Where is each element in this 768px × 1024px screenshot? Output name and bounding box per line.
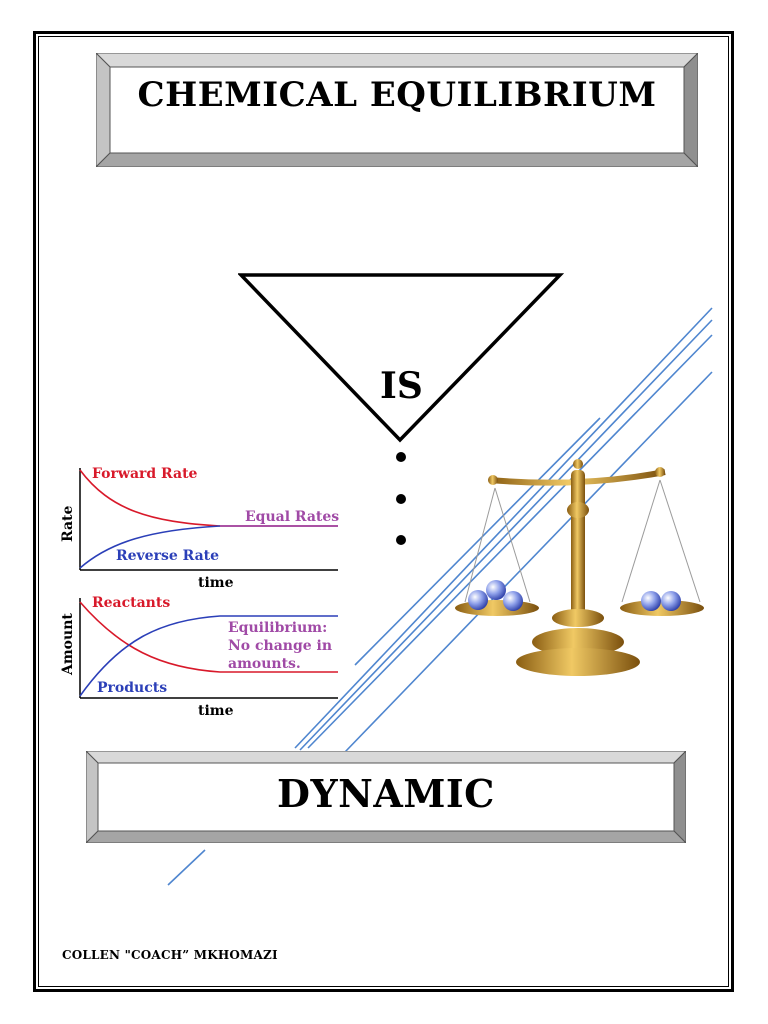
page-border-outer	[33, 31, 734, 992]
author-credit: COLLEN "COACH” MKHOMAZI	[62, 948, 278, 962]
equilibrium-note-line3: amounts.	[228, 656, 301, 672]
ellipsis-dot	[396, 535, 406, 545]
conclusion-banner: DYNAMIC	[86, 751, 686, 843]
amount-time-label: time	[198, 703, 234, 719]
reactants-curve	[79, 601, 338, 673]
amount-graph: Reactants Equilibrium: No change in amou…	[60, 595, 338, 719]
products-curve	[79, 615, 338, 697]
rate-time-label: time	[198, 575, 234, 591]
reverse-rate-curve	[79, 525, 221, 569]
accent-line	[354, 417, 601, 666]
forward-rate-curve	[79, 469, 338, 527]
forward-rate-label: Forward Rate	[92, 466, 198, 482]
accent-line	[294, 307, 713, 749]
equilibrium-note-line2: No change in	[228, 638, 332, 654]
ellipsis-dot	[396, 494, 406, 504]
equilibrium-note-line1: Equilibrium:	[228, 620, 327, 636]
conclusion-banner-bevel	[86, 751, 686, 843]
rate-axis-label: Rate	[60, 506, 76, 542]
rate-graph: Forward Rate Equal Rates Reverse Rate Ra…	[60, 466, 339, 591]
accent-line	[299, 319, 713, 751]
title-banner-bevel	[96, 53, 698, 167]
accent-line	[307, 334, 713, 749]
equal-rates-label: Equal Rates	[245, 509, 339, 525]
reverse-rate-label: Reverse Rate	[116, 548, 219, 564]
ellipsis-dot	[396, 452, 406, 462]
products-label: Products	[97, 680, 167, 696]
page-title: CHEMICAL EQUILIBRIUM	[137, 75, 657, 115]
accent-line	[167, 849, 206, 886]
title-banner: CHEMICAL EQUILIBRIUM	[96, 53, 698, 167]
balance-scale-icon	[455, 459, 704, 676]
accent-line	[344, 371, 713, 753]
connector-word: IS	[380, 365, 423, 407]
conclusion-word: DYNAMIC	[277, 771, 495, 816]
reactants-label: Reactants	[92, 595, 170, 611]
equilibrium-graphs: Forward Rate Equal Rates Reverse Rate Ra…	[60, 466, 339, 719]
amount-axis-label: Amount	[60, 613, 76, 676]
funnel-triangle	[236, 272, 565, 448]
page-border-inner	[38, 36, 729, 987]
